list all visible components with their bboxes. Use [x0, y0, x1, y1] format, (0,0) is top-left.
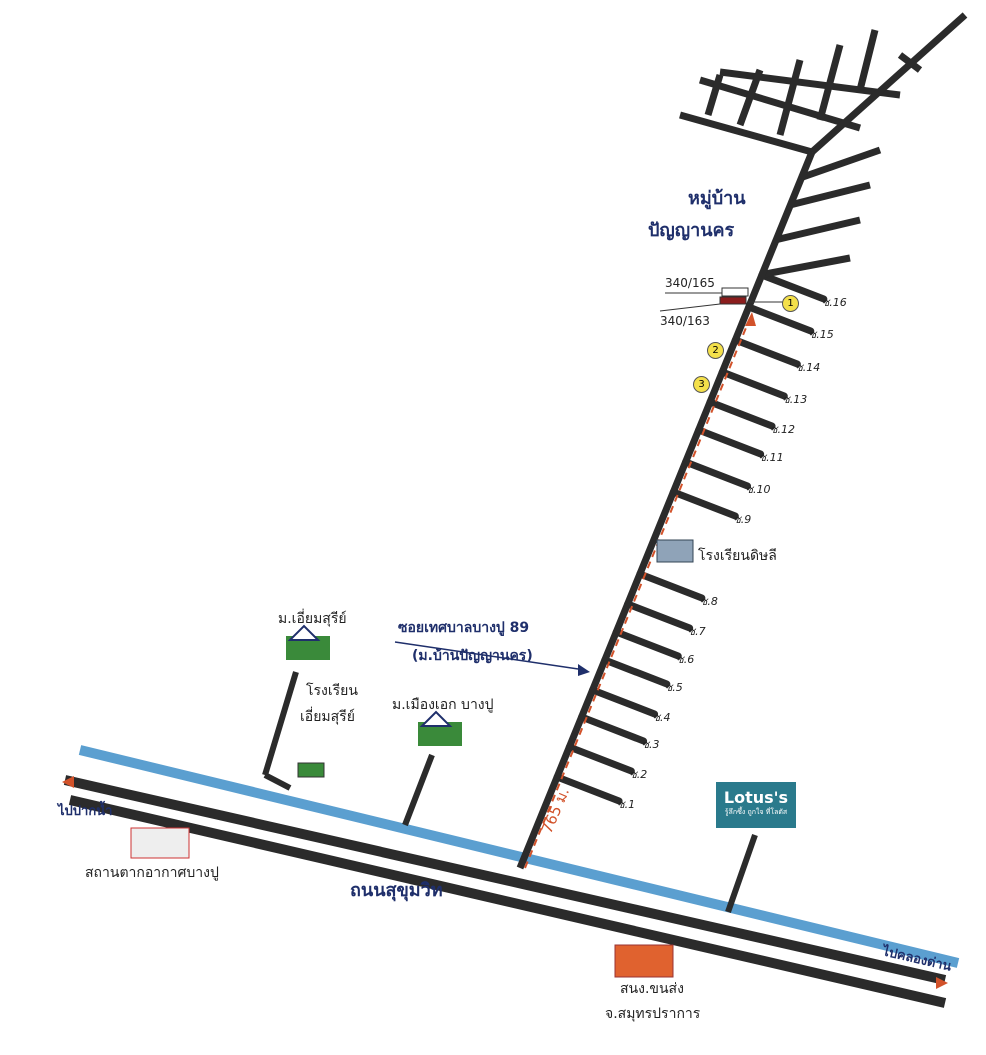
house-number-163: 340/163 — [660, 314, 710, 328]
soi-label-pointer — [394, 641, 586, 671]
village-street — [704, 73, 724, 117]
soi-label: ซ.8 — [699, 595, 718, 608]
village-street — [679, 111, 813, 156]
village-street — [798, 146, 882, 182]
soi-label: ซ.11 — [758, 451, 784, 464]
soi-branch — [758, 271, 828, 303]
muang-road — [402, 753, 435, 827]
soi-label: ซ.6 — [676, 653, 695, 666]
soi-label: ซ.14 — [795, 361, 821, 374]
village-street — [856, 29, 879, 91]
school-iam-icon — [297, 762, 325, 778]
soi-label: ซ.9 — [733, 513, 752, 526]
soi-label: ซ.3 — [641, 738, 660, 751]
arrow-west — [62, 776, 74, 788]
village-street — [789, 181, 871, 209]
to-paknam-label: ไปปากน้ำ — [58, 804, 113, 819]
soi-branch — [636, 570, 706, 602]
village-street — [774, 216, 861, 244]
soi-branch — [669, 488, 739, 520]
soi-label: ซ.7 — [687, 625, 706, 638]
soi-label: ซ.5 — [664, 681, 683, 694]
soi-branch — [553, 773, 623, 805]
soi-branch — [589, 686, 659, 718]
transport-office-label-2: จ.สมุทรปราการ — [605, 1006, 701, 1022]
soi-label: ซ.4 — [652, 711, 671, 724]
marker-1: 1 — [782, 295, 799, 312]
village-muang-icon — [418, 710, 462, 746]
school-building-icon — [656, 539, 694, 563]
soi-branch — [682, 458, 752, 490]
lotus-logo: Lotus's รู้ลึกซึ้ง ถูกใจ ที่โลตัส — [716, 782, 796, 828]
village-street — [698, 76, 862, 132]
soi-branch — [578, 713, 648, 745]
village-street — [719, 68, 901, 99]
village-street — [759, 254, 851, 279]
transport-office-label-1: สนง.ขนส่ง — [620, 981, 684, 997]
arrow-east — [936, 977, 948, 989]
lotus-tagline: รู้ลึกซึ้ง ถูกใจ ที่โลตัส — [724, 808, 788, 816]
marker-3: 3 — [693, 376, 710, 393]
village-street — [736, 68, 764, 127]
iam-road — [262, 671, 299, 776]
soi-roads — [553, 29, 923, 805]
soi-name-sub-label: (ม.บ้านปัญญานคร) — [412, 648, 533, 664]
transport-office-icon — [614, 944, 674, 978]
village-muang-label: ม.เมืองเอก บางปู — [392, 697, 494, 713]
school-iam-label-2: เอี่ยมสุรีย์ — [300, 709, 355, 725]
house-340-165 — [721, 287, 749, 297]
soi-branch — [718, 368, 788, 400]
soi-branch — [745, 303, 815, 335]
distance-route — [524, 317, 751, 869]
weather-station-icon — [130, 827, 190, 859]
village-iam-label: ม.เอี่ยมสุรีย์ — [278, 611, 347, 627]
soi-label: ซ.15 — [808, 328, 834, 341]
soi-label: ซ.12 — [770, 423, 795, 436]
lotus-road — [725, 834, 758, 913]
lotus-name: Lotus's — [723, 788, 789, 807]
soi-branch — [612, 628, 682, 660]
soi-label: ซ.10 — [745, 483, 771, 496]
village-iam-icon — [286, 624, 330, 660]
route-arrow — [745, 312, 756, 326]
house-number-165: 340/165 — [665, 276, 715, 290]
village-street — [776, 59, 804, 136]
sukhumvit-road-north — [63, 775, 947, 985]
soi-label: ซ.16 — [821, 296, 847, 309]
soi-label: ซ.1 — [617, 798, 636, 811]
weather-station-label: สถานตากอากาศบางปู — [85, 865, 219, 881]
soi-branch — [601, 656, 671, 688]
soi-name-label: ซอยเทศบาลบางปู 89 — [398, 620, 530, 636]
school-dissalee-label: โรงเรียนดิษลี — [698, 548, 777, 564]
marker-2: 2 — [707, 342, 724, 359]
village-title-2: ปัญญานคร — [648, 220, 735, 241]
soi-branch — [565, 743, 635, 775]
village-title-1: หมู่บ้าน — [688, 188, 746, 209]
house-340-163 — [719, 296, 747, 305]
main-road-label: ถนนสุขุมวิท — [350, 880, 443, 901]
soi-branch — [706, 398, 776, 430]
soi-branch — [624, 600, 694, 632]
soi-branch — [731, 336, 801, 368]
village-street — [816, 44, 844, 121]
soi-89-road-top — [809, 12, 968, 155]
canal — [78, 745, 960, 968]
soi-label: ซ.13 — [782, 393, 808, 406]
soi-89-road — [516, 150, 816, 870]
school-iam-label-1: โรงเรียน — [306, 683, 358, 699]
soi-label: ซ.2 — [629, 768, 648, 781]
soi-branch — [695, 426, 765, 458]
sukhumvit-road-south — [68, 795, 947, 1008]
